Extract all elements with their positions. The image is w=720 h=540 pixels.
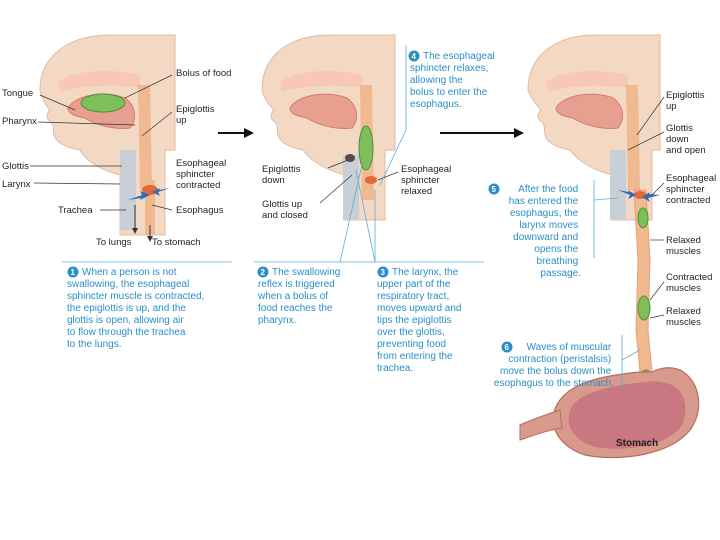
bolus-3b bbox=[638, 296, 650, 320]
pharynx-3 bbox=[626, 85, 640, 190]
bolus-2 bbox=[359, 126, 373, 170]
label-to-lungs: To lungs bbox=[96, 237, 132, 248]
arrow-right-icon bbox=[440, 128, 524, 138]
step-3-number: 3 bbox=[381, 268, 386, 277]
label-pharynx: Pharynx bbox=[2, 116, 37, 127]
step-2-caption: The swallowing reflex is triggered when … bbox=[257, 267, 343, 326]
label-tongue: Tongue bbox=[2, 88, 33, 99]
label-glottis-down-open: Glottis down and open bbox=[666, 123, 706, 156]
label-sphincter-contracted-3: Esophageal sphincter contracted bbox=[666, 173, 719, 206]
step-6-number: 6 bbox=[505, 343, 510, 352]
label-sphincter-relaxed: Esophageal sphincter relaxed bbox=[401, 164, 454, 197]
label-glottis-up-closed: Glottis up and closed bbox=[262, 199, 308, 221]
arrow-right-icon bbox=[218, 128, 254, 138]
label-epiglottis-up-1: Epiglottis up bbox=[176, 104, 217, 126]
bolus-3a bbox=[638, 208, 648, 228]
label-esophagus: Esophagus bbox=[176, 205, 224, 216]
step-5-caption: After the food has entered the esophagus… bbox=[509, 184, 581, 279]
panel-2-illustration bbox=[262, 35, 398, 220]
step-5-number: 5 bbox=[492, 185, 497, 194]
step-4-caption: The esophageal sphincter relaxes, allowi… bbox=[410, 51, 498, 110]
label-bolus-of-food: Bolus of food bbox=[176, 68, 231, 79]
trachea-3 bbox=[610, 150, 626, 220]
label-epiglottis-up-3: Epiglottis up bbox=[666, 90, 707, 112]
label-epiglottis-down: Epiglottis down bbox=[262, 164, 303, 186]
pharynx-1 bbox=[138, 85, 152, 190]
label-relaxed-muscles-1: Relaxed muscles bbox=[666, 235, 704, 257]
label-sphincter-contracted-1: Esophageal sphincter contracted bbox=[176, 158, 229, 191]
trachea-1 bbox=[120, 150, 136, 230]
step-2-number: 2 bbox=[261, 268, 266, 277]
step-1-number: 1 bbox=[71, 268, 76, 277]
step-3-caption: The larynx, the upper part of the respir… bbox=[377, 267, 464, 374]
sphincter-2 bbox=[365, 176, 377, 184]
label-larynx: Larynx bbox=[2, 179, 31, 190]
duodenum bbox=[520, 410, 562, 440]
step-1-caption: When a person is not swallowing, the eso… bbox=[67, 267, 207, 350]
label-contracted-muscles: Contracted muscles bbox=[666, 272, 715, 294]
label-to-stomach: To stomach bbox=[152, 237, 201, 248]
panel-1-illustration bbox=[30, 35, 175, 242]
label-stomach: Stomach bbox=[616, 438, 658, 449]
step-4-number: 4 bbox=[412, 52, 417, 61]
label-trachea: Trachea bbox=[58, 205, 93, 216]
bolus-1 bbox=[81, 94, 125, 112]
label-relaxed-muscles-2: Relaxed muscles bbox=[666, 306, 704, 328]
label-glottis: Glottis bbox=[2, 161, 29, 172]
